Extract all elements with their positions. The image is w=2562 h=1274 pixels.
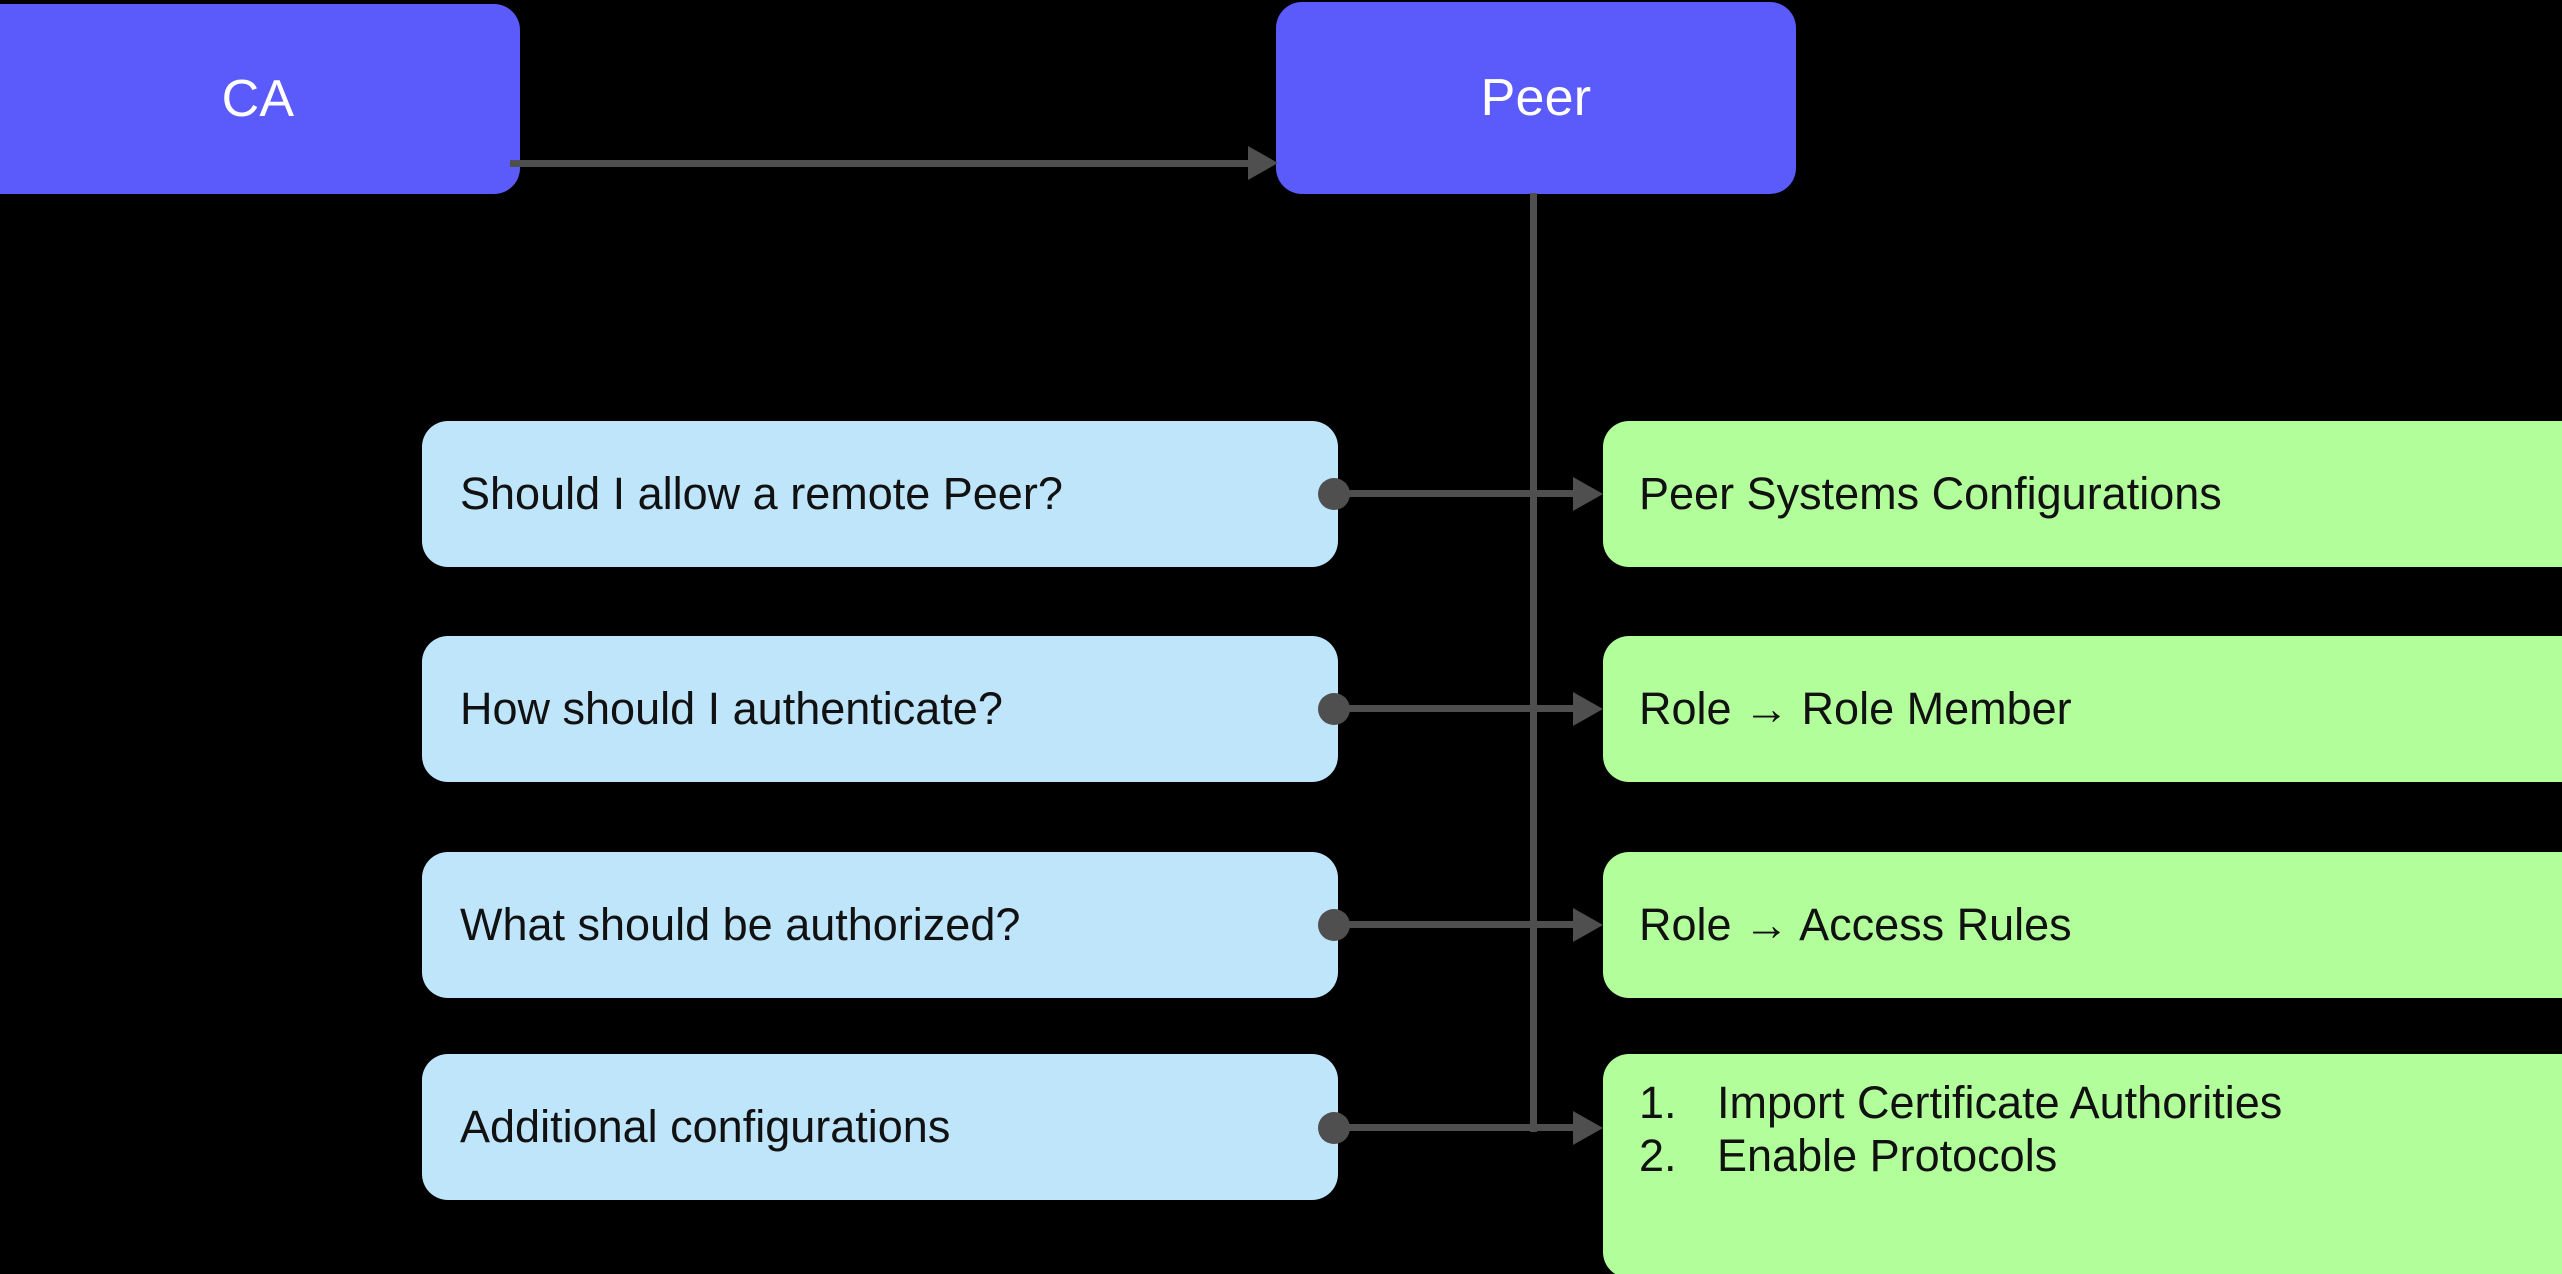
list-item-label: Enable Protocols <box>1717 1130 2058 1182</box>
question-node-2[interactable]: What should be authorized? <box>422 852 1338 998</box>
node-ca[interactable]: CA <box>0 4 520 194</box>
edge-row-3 <box>1333 1124 1578 1131</box>
edge-peer-trunk <box>1530 193 1537 1132</box>
answer-node-2[interactable]: Role → Access Rules <box>1603 852 2562 998</box>
answer-node-2-label: Role → Access Rules <box>1639 898 2072 950</box>
question-node-2-label: What should be authorized? <box>460 898 1021 950</box>
answer-node-0-label: Peer Systems Configurations <box>1639 467 2222 519</box>
list-item: 2. Enable Protocols <box>1639 1129 2282 1182</box>
node-peer-label: Peer <box>1480 68 1592 127</box>
answer-node-1-label: Role → Role Member <box>1639 682 2072 734</box>
question-node-3[interactable]: Additional configurations <box>422 1054 1338 1200</box>
node-peer[interactable]: Peer <box>1276 2 1796 194</box>
arrowhead-ca-to-peer <box>1248 146 1278 180</box>
arrowhead-row-0 <box>1573 477 1603 511</box>
question-node-3-label: Additional configurations <box>460 1100 951 1152</box>
list-item-label: Import Certificate Authorities <box>1717 1077 2283 1128</box>
list-item-number: 2. <box>1639 1130 1677 1182</box>
edge-ca-to-peer <box>510 160 1250 167</box>
question-node-0-label: Should I allow a remote Peer? <box>460 467 1063 519</box>
arrowhead-row-1 <box>1573 692 1603 726</box>
answer-node-0[interactable]: Peer Systems Configurations <box>1603 421 2562 567</box>
arrowhead-row-3 <box>1573 1111 1603 1145</box>
question-node-0[interactable]: Should I allow a remote Peer? <box>422 421 1338 567</box>
answer-node-1[interactable]: Role → Role Member <box>1603 636 2562 782</box>
answer-node-3[interactable]: 1. Import Certificate Authorities 2. Ena… <box>1603 1054 2562 1274</box>
edge-row-0 <box>1333 490 1578 497</box>
list-item-number: 1. <box>1639 1077 1677 1128</box>
list-item: 1. Import Certificate Authorities <box>1639 1076 2282 1129</box>
arrowhead-row-2 <box>1573 908 1603 942</box>
node-ca-label: CA <box>221 69 295 128</box>
edge-row-1 <box>1333 705 1578 712</box>
question-node-1-label: How should I authenticate? <box>460 682 1003 734</box>
answer-node-3-list: 1. Import Certificate Authorities 2. Ena… <box>1639 1076 2282 1182</box>
question-node-1[interactable]: How should I authenticate? <box>422 636 1338 782</box>
edge-row-2 <box>1333 921 1578 928</box>
